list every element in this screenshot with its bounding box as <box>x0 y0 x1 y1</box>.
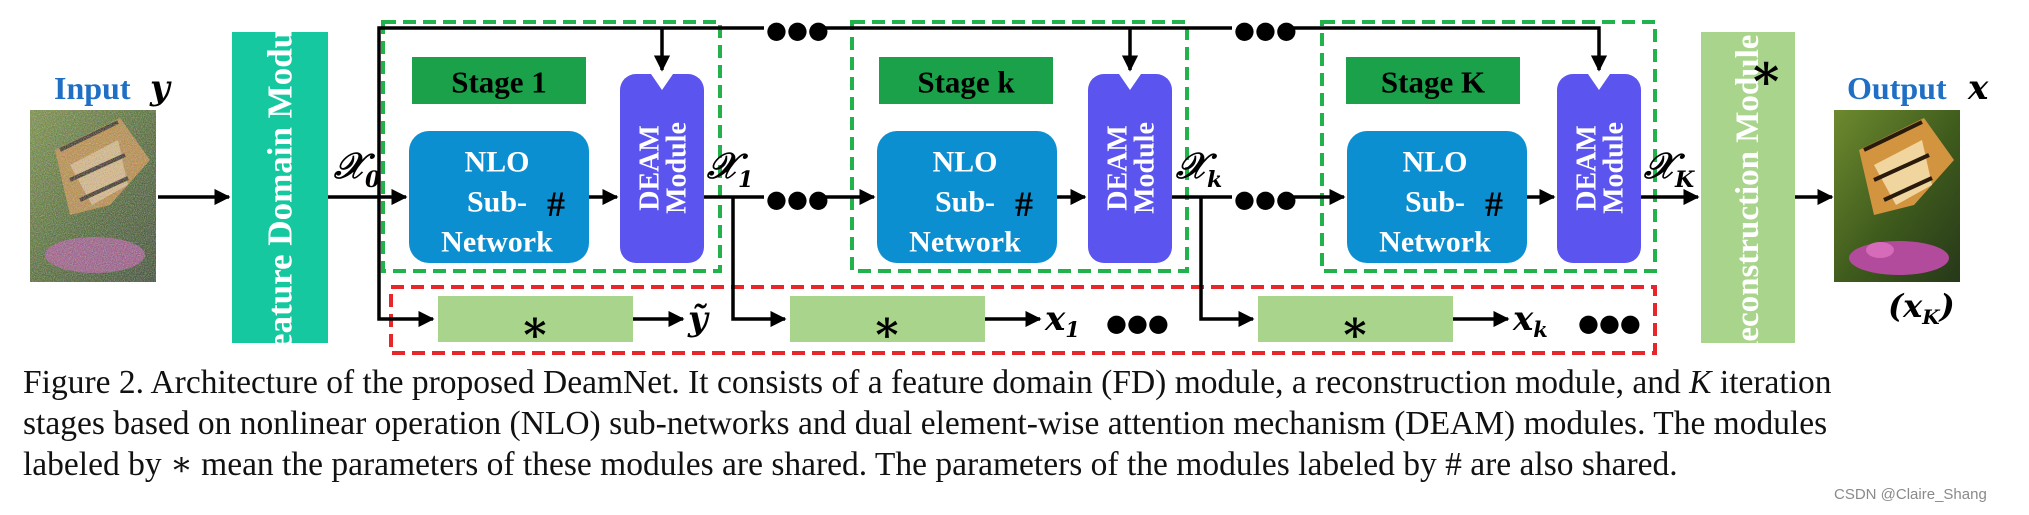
output-image <box>1834 110 1960 282</box>
input-label: Input <box>54 70 131 106</box>
stage-k-nlo-line2: Sub- <box>935 186 995 219</box>
stage-1-deam-block <box>620 74 704 263</box>
shared-recon-mark-2: ∗ <box>872 303 902 352</box>
skip-path-top <box>377 26 764 197</box>
stage-1-title-box <box>412 57 586 104</box>
feature-xK-label: 𝒳K <box>1643 145 1695 193</box>
feature-x1-label: 𝒳1 <box>706 145 753 193</box>
branch-xk-to-shared-3 <box>1199 197 1255 328</box>
output-y-tilde: 𝒚̃ <box>687 299 710 339</box>
output-xk: 𝒙k <box>1512 299 1548 342</box>
stage-1-deam-line1: DEAM <box>635 125 666 211</box>
shared-recon-block-2 <box>790 296 985 342</box>
stage-K-nlo-block <box>1347 131 1527 263</box>
stage-k-nlo-line1: NLO <box>932 146 997 179</box>
output-symbol: 𝒙 <box>1967 68 1989 108</box>
stage-K-box <box>1320 20 1657 273</box>
caption-line-1: Figure 2. Architecture of the proposed D… <box>23 364 1832 401</box>
watermark: CSDN @Claire_Shang <box>1834 486 1987 503</box>
ellipsis-bottom-1: ●●● <box>1106 309 1169 337</box>
stage-1-deam-line2: Module <box>662 122 693 214</box>
stage-K-deam-line1: DEAM <box>1572 125 1603 211</box>
stage-1-nlo-block <box>409 131 589 263</box>
stage-K-deam-block <box>1557 74 1641 263</box>
shared-recon-block-1 <box>438 296 633 342</box>
output-label: Output <box>1847 70 1947 106</box>
feature-x0-label: 𝒳0 <box>333 145 381 193</box>
stage-k-shared-hash: # <box>1015 184 1033 224</box>
stage-K-deam-line2: Module <box>1599 122 1630 214</box>
stage-K-shared-hash: # <box>1485 184 1503 224</box>
caption-line-3: labeled by ∗ mean the parameters of thes… <box>23 446 1678 483</box>
caption-line-2: stages based on nonlinear operation (NLO… <box>23 405 1828 442</box>
ellipsis-top-1: ●●● <box>766 16 829 44</box>
shared-recon-block-3 <box>1258 296 1453 342</box>
branch-x1-to-shared-2 <box>731 197 787 328</box>
stage-k-title-box <box>879 57 1053 104</box>
feature-domain-module <box>232 32 328 343</box>
stage-K-nlo-line1: NLO <box>1402 146 1467 179</box>
shared-recon-mark-3: ∗ <box>1340 303 1370 352</box>
ellipsis-bottom-2: ●●● <box>1578 309 1641 337</box>
stage-1-shared-hash: # <box>547 184 565 224</box>
stage-1-title: Stage 1 <box>451 65 547 100</box>
stage-k-deam-block <box>1088 74 1172 263</box>
stage-k-nlo-block <box>877 131 1057 263</box>
ellipsis-top-2: ●●● <box>1234 16 1297 44</box>
shared-recon-mark-1: ∗ <box>520 303 550 352</box>
stage-K-title-box <box>1346 57 1520 104</box>
skip-path-top-3 <box>1286 26 1608 72</box>
stage-k-deam-notch <box>1119 74 1141 90</box>
stage-K-title: Stage K <box>1381 65 1485 100</box>
stage-k-deam-line1: DEAM <box>1103 125 1134 211</box>
stage-K-deam-notch <box>1588 74 1610 90</box>
stage-1-deam-notch <box>651 74 673 90</box>
architecture-diagram: Input 𝒚 Feature Domain Module Stage 1 NL… <box>30 4 1989 360</box>
input-symbol: 𝒚 <box>149 68 172 108</box>
stage-K-nlo-line2: Sub- <box>1405 186 1465 219</box>
reconstruction-module <box>1701 32 1795 343</box>
reconstruction-module-label: Reconstruction Module <box>1730 35 1766 360</box>
output-estimate: (𝒙K) <box>1888 287 1955 329</box>
stage-1-box <box>381 20 722 273</box>
stage-1-nlo-line3: Network <box>441 226 553 259</box>
stage-1-nlo-line2: Sub- <box>467 186 527 219</box>
output-x1: 𝒙1 <box>1044 299 1080 342</box>
stage-k-deam-line2: Module <box>1130 122 1161 214</box>
ellipsis-1: ●●● <box>766 185 829 213</box>
branch-x0-to-shared-1 <box>377 197 435 328</box>
stage-1-nlo-line1: NLO <box>464 146 529 179</box>
stage-K-nlo-line3: Network <box>1379 226 1491 259</box>
figure-caption: Figure 2. Architecture of the proposed D… <box>23 362 2013 485</box>
stage-k-box <box>850 20 1189 273</box>
input-image <box>30 110 156 282</box>
feature-domain-module-label: Feature Domain Module <box>261 4 300 360</box>
feature-xk-label: 𝒳k <box>1175 145 1222 193</box>
ellipsis-2: ●●● <box>1234 185 1297 213</box>
stage-k-nlo-line3: Network <box>909 226 1021 259</box>
reconstruction-module-shared-mark: ∗ <box>1749 44 1784 100</box>
stage-k-title: Stage k <box>917 65 1015 100</box>
